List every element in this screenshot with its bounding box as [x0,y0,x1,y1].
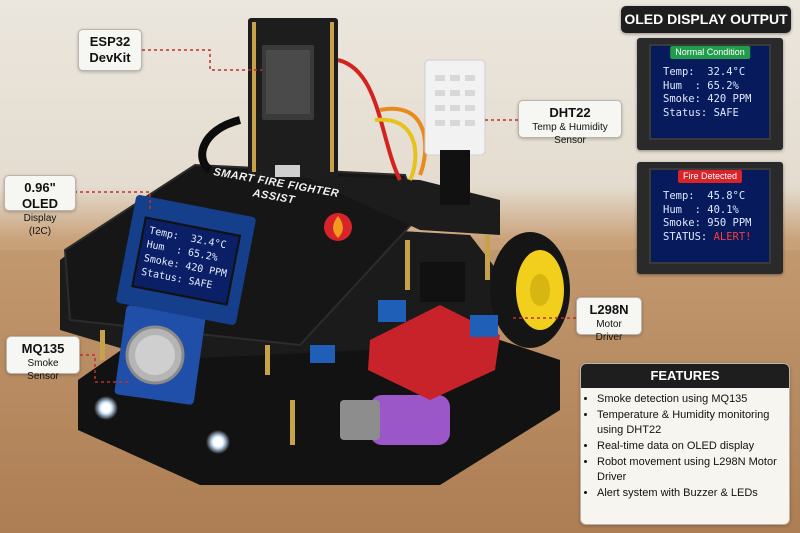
oled-line: Temp: 32.4°C [663,66,746,78]
oled-line: Hum : 65.2% [663,79,739,92]
label-l298n-sub: Motor Driver [595,319,623,343]
battery [370,395,450,445]
oled-output-title: OLED DISPLAY OUTPUT [621,6,791,33]
oled-status-alert: ALERT! [713,230,752,243]
feature-item: Smoke detection using MQ135 [597,392,783,407]
l298n-board [368,305,500,400]
label-esp32: ESP32 DevKit [78,29,142,71]
features-box: FEATURES Smoke detection using MQ135 Tem… [580,363,790,525]
label-oled: 0.96" OLED Display (I2C) [4,175,76,237]
label-dht22-sub: Temp & Humidity Sensor [532,122,608,146]
label-dht22: DHT22 Temp & Humidity Sensor [518,100,622,146]
label-esp32-sub: DevKit [89,50,131,65]
label-mq135-title: MQ135 [21,341,65,356]
wire-black [198,116,242,174]
oled-status-label: STATUS: [663,230,714,243]
leader-esp32 [142,49,262,71]
label-mq135-sub: Smoke Sensor [27,358,59,382]
feature-item: Temperature & Humidity monitoring using … [597,408,783,438]
feature-item: Alert system with Buzzer & LEDs [597,486,783,501]
motor [340,400,380,440]
leader-mq135 [80,354,128,383]
oled-line: Temp: 45.8°C [663,190,746,202]
oled-line: Status: SAFE [663,106,739,119]
standoffs [100,235,490,445]
label-l298n-title: L298N [589,302,629,317]
feature-item: Real-time data on OLED display [597,439,783,454]
label-dht22-title: DHT22 [549,105,591,120]
oled-line: Smoke: 420 PPM [663,93,752,105]
normal-condition-badge: Normal Condition [670,46,750,59]
label-oled-title: 0.96" OLED [21,180,59,211]
fire-detected-badge: Fire Detected [677,170,743,183]
label-mq135: MQ135 Smoke Sensor [6,336,80,382]
features-title: FEATURES [581,364,789,388]
oled-status-line: STATUS: ALERT! [663,231,752,245]
label-esp32-title: ESP32 [89,34,131,49]
features-list: Smoke detection using MQ135 Temperature … [581,392,789,501]
wire-yellow [374,117,418,181]
label-l298n: L298N Motor Driver [576,297,642,343]
wire-red [337,58,402,181]
leader-oled [74,191,151,212]
oled-line: Hum : 40.1% [663,203,739,216]
oled-line: Smoke: 950 PPM [663,217,752,229]
label-oled-sub: Display (I2C) [23,213,57,237]
feature-item: Robot movement using L298N Motor Driver [597,455,783,485]
wire-orange [379,106,428,176]
